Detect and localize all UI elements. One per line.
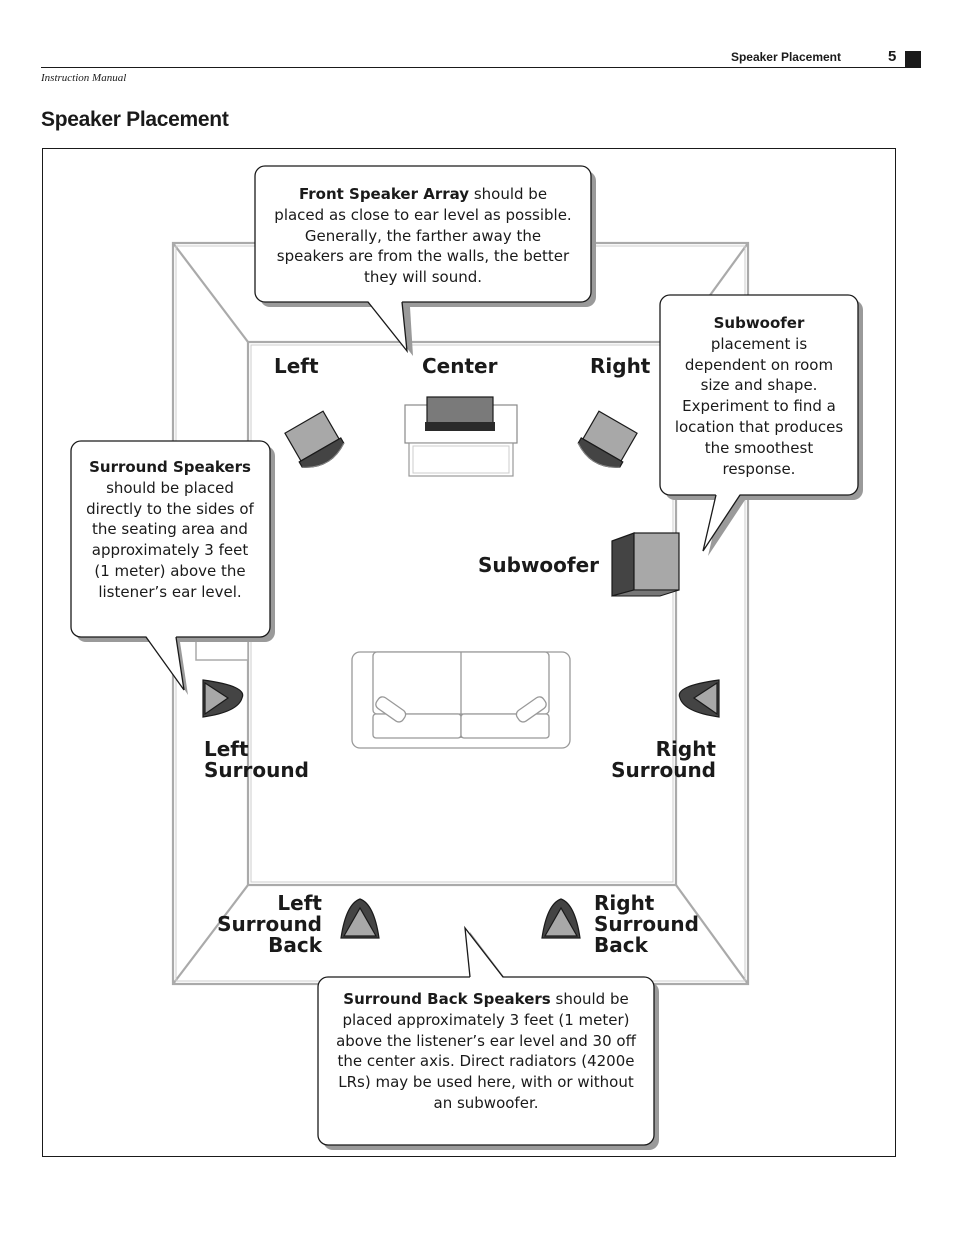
surround-callout-text: Surround Speakers should be placed direc… (82, 457, 258, 603)
subwoofer-callout-bold: Subwoofer (713, 314, 805, 332)
label-right: Right (590, 354, 651, 378)
left-surround-back-speaker-icon (340, 898, 380, 939)
surround-back-callout-text: Surround Back Speakers should be placed … (336, 989, 636, 1114)
header-rule (41, 67, 921, 68)
right-surround-speaker-icon (678, 679, 720, 718)
front-callout-shape (254, 165, 596, 356)
front-callout-bold: Front Speaker Array (298, 185, 470, 203)
left-front-speaker-icon (284, 410, 345, 468)
label-left-surround: Left Surround (204, 737, 309, 782)
diagram-frame (42, 148, 896, 1157)
wall-corner-bl (172, 884, 249, 985)
page-title: Speaker Placement (41, 108, 229, 131)
front-callout-text: Front Speaker Array should be placed as … (272, 184, 574, 288)
right-surround-back-speaker-icon (541, 898, 581, 939)
running-header-section: Speaker Placement (730, 50, 841, 64)
sofa-icon (351, 651, 571, 749)
label-right-surround: Right Surround (611, 737, 716, 782)
label-left-surround-back: Left Surround Back (217, 891, 322, 957)
running-header-manual: Instruction Manual (41, 72, 127, 84)
surround-callout-shape (70, 440, 275, 695)
wall-corner-tl (172, 242, 249, 343)
surround-back-callout-shape (317, 925, 659, 1150)
page-number: 5 (888, 48, 897, 65)
wall-corner-br (675, 884, 749, 985)
center-speaker-icon (404, 396, 518, 477)
surround-back-callout-bold: Surround Back Speakers (343, 990, 551, 1008)
surround-callout-body: should be placed directly to the sides o… (86, 478, 254, 601)
label-left: Left (274, 354, 319, 378)
header-block-marker (905, 51, 921, 67)
subwoofer-icon (611, 532, 680, 597)
front-callout-body: should be placed as close to ear level a… (274, 185, 572, 287)
label-center: Center (422, 354, 498, 378)
right-front-speaker-icon (577, 410, 638, 468)
subwoofer-callout-body: placement is dependent on room size and … (674, 334, 844, 478)
label-subwoofer: Subwoofer (478, 553, 600, 577)
surround-back-callout-body: should be placed approximately 3 feet (1… (336, 990, 636, 1112)
subwoofer-callout-text: Subwoofer placement is dependent on room… (672, 313, 846, 479)
left-surround-speaker-icon (202, 679, 244, 718)
surround-callout-bold: Surround Speakers (89, 458, 251, 476)
subwoofer-callout-shape (659, 294, 863, 556)
label-right-surround-back: Right Surround Back (594, 891, 699, 957)
